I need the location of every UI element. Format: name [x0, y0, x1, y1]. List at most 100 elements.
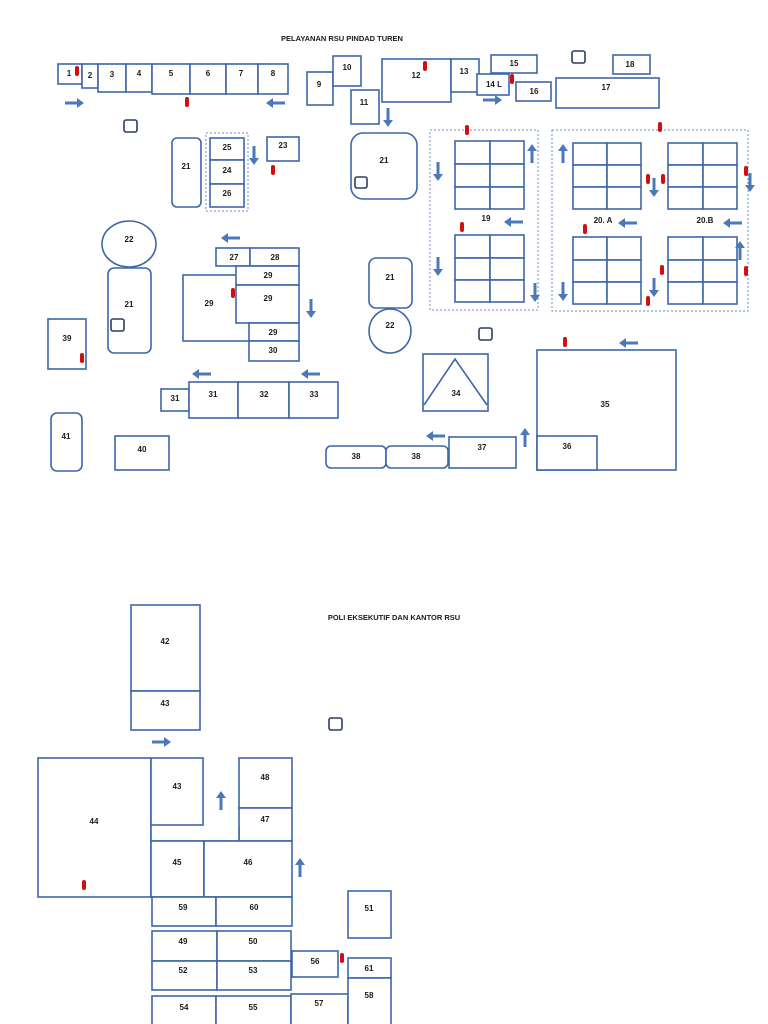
svg-text:18: 18: [626, 60, 635, 69]
svg-text:32: 32: [260, 390, 269, 399]
room-26: 26: [209, 183, 245, 208]
svg-text:22: 22: [386, 321, 395, 330]
room-31-b: 31: [188, 381, 239, 419]
room-32: 32: [237, 381, 290, 419]
room-60: 60: [215, 896, 293, 927]
svg-text:34: 34: [452, 389, 461, 398]
room-50: 50: [216, 930, 292, 962]
room-45: 45: [150, 840, 205, 898]
room-19-label: 19: [482, 214, 491, 223]
svg-text:11: 11: [360, 98, 369, 107]
room-47: 47: [238, 807, 293, 842]
svg-text:52: 52: [179, 966, 188, 975]
svg-text:10: 10: [343, 63, 352, 72]
svg-text:29: 29: [205, 299, 214, 308]
svg-text:51: 51: [365, 904, 374, 913]
room-36: 36: [536, 435, 598, 471]
svg-text:15: 15: [510, 59, 519, 68]
room-20a-label: 20. A: [594, 216, 613, 225]
svg-text:38: 38: [412, 452, 421, 461]
svg-text:8: 8: [271, 69, 276, 78]
room-61: 61: [347, 957, 392, 979]
svg-text:47: 47: [261, 815, 270, 824]
room-58: 58: [347, 977, 392, 1024]
svg-text:58: 58: [365, 991, 374, 1000]
svg-text:12: 12: [412, 71, 421, 80]
room-2: 2: [81, 63, 99, 89]
room-22-a: 22: [101, 220, 157, 268]
room-49: 49: [151, 930, 218, 962]
svg-text:43: 43: [161, 699, 170, 708]
room-53: 53: [216, 960, 292, 991]
svg-text:13: 13: [460, 67, 469, 76]
svg-text:26: 26: [223, 189, 232, 198]
zone-20: [551, 129, 749, 312]
svg-text:53: 53: [249, 966, 258, 975]
room-38-a: 38: [325, 445, 387, 469]
room-16: 16: [515, 81, 552, 102]
room-6: 6: [189, 63, 227, 95]
svg-text:41: 41: [62, 432, 71, 441]
room-12: 12: [381, 58, 452, 103]
room-20b-label: 20.B: [697, 216, 714, 225]
room-17: 17: [555, 77, 660, 109]
room-21-c: 21: [350, 132, 418, 200]
zone-19: [429, 129, 539, 311]
room-18: 18: [612, 54, 651, 75]
svg-text:24: 24: [223, 166, 232, 175]
square-symbol-icon: [110, 50, 586, 731]
svg-text:27: 27: [230, 253, 239, 262]
room-8: 8: [257, 63, 289, 95]
svg-text:37: 37: [478, 443, 487, 452]
svg-text:36: 36: [563, 442, 572, 451]
svg-text:44: 44: [90, 817, 99, 826]
room-33: 33: [288, 381, 339, 419]
svg-text:16: 16: [530, 87, 539, 96]
svg-text:29: 29: [264, 294, 273, 303]
svg-text:3: 3: [110, 70, 115, 79]
svg-text:49: 49: [179, 937, 188, 946]
room-55: 55: [215, 995, 292, 1024]
svg-text:31: 31: [171, 394, 180, 403]
svg-text:14 L: 14 L: [486, 80, 502, 89]
room-14: 14 L: [476, 73, 510, 96]
svg-text:1: 1: [67, 69, 72, 78]
room-20b-grid: [667, 142, 738, 305]
svg-text:59: 59: [179, 903, 188, 912]
svg-text:60: 60: [250, 903, 259, 912]
zone-23-26: [205, 132, 249, 212]
svg-text:28: 28: [271, 253, 280, 262]
room-43-a: 43: [130, 690, 201, 731]
svg-text:23: 23: [279, 141, 288, 150]
room-54: 54: [151, 995, 217, 1024]
room-25: 25: [209, 137, 245, 161]
svg-text:39: 39: [63, 334, 72, 343]
svg-text:54: 54: [180, 1003, 189, 1012]
room-29-b: 29: [235, 265, 300, 286]
svg-text:29: 29: [269, 328, 278, 337]
room-31-a: 31: [160, 388, 190, 412]
room-38-b: 38: [385, 445, 449, 469]
room-3: 3: [97, 63, 127, 93]
svg-text:40: 40: [138, 445, 147, 454]
svg-text:21: 21: [380, 156, 389, 165]
room-51: 51: [347, 890, 392, 939]
room-10: 10: [332, 55, 362, 87]
room-15: 15: [490, 54, 538, 74]
title-top: PELAYANAN RSU PINDAD TUREN: [281, 34, 403, 43]
room-21-d: 21: [368, 257, 413, 309]
room-48: 48: [238, 757, 293, 809]
svg-text:4: 4: [137, 69, 142, 78]
svg-text:45: 45: [173, 858, 182, 867]
room-34: 34: [422, 353, 489, 412]
room-30: 30: [248, 340, 300, 362]
svg-text:22: 22: [125, 235, 134, 244]
svg-text:61: 61: [365, 964, 374, 973]
room-40: 40: [114, 435, 170, 471]
room-56: 56: [291, 950, 339, 978]
room-52: 52: [151, 960, 218, 991]
room-11: 11: [350, 89, 380, 125]
svg-text:9: 9: [317, 80, 322, 89]
room-23: 23: [266, 136, 300, 162]
